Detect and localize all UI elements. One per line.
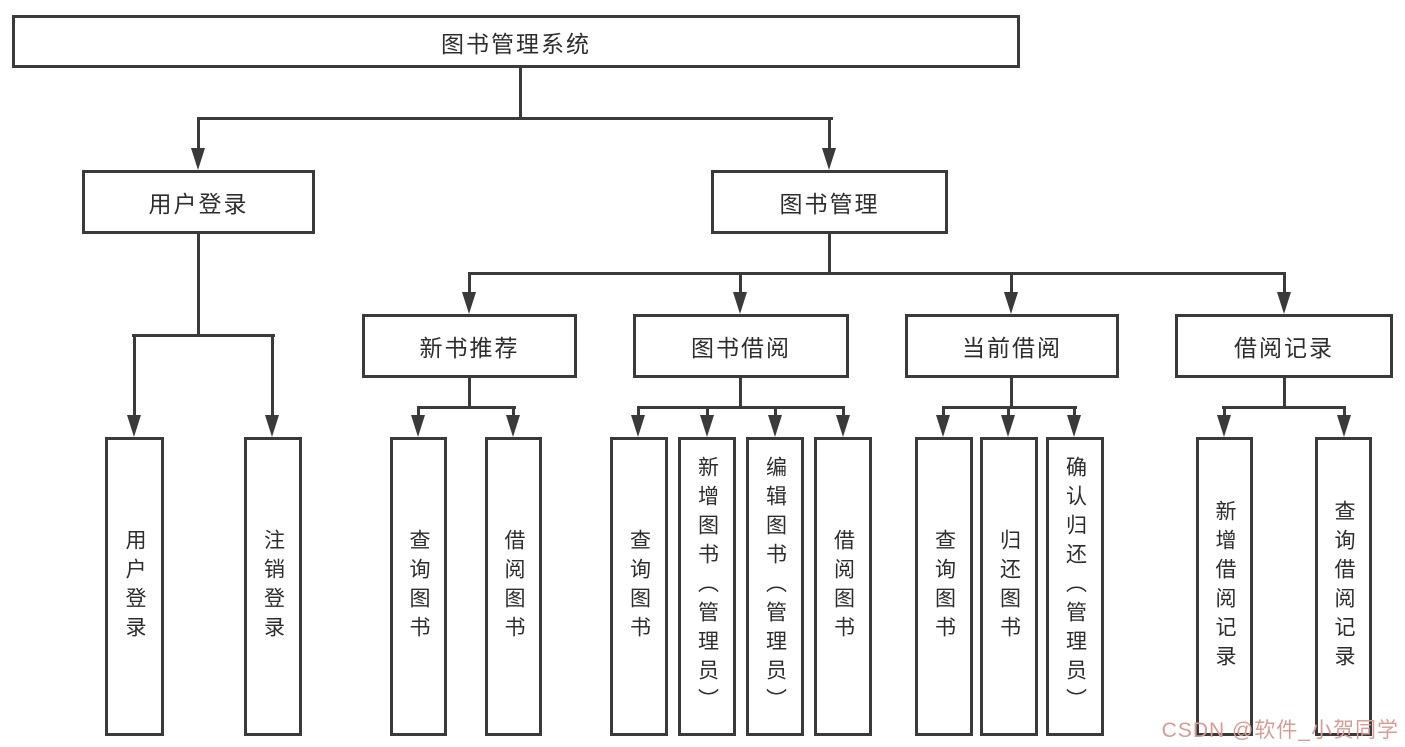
leaf-add-books-admin: 新增图书（管理员） [678, 437, 736, 736]
leaf-user-login: 用户登录 [105, 437, 164, 736]
connector-book-mgmt-drop [828, 117, 831, 150]
connector-current-borrow-stem [1010, 376, 1013, 408]
connector-borrow-records-stem [1283, 376, 1286, 408]
arrow-down-icon [700, 415, 714, 437]
leaf-query-books-recommend: 查询图书 [390, 437, 447, 736]
arrow-down-icon [127, 415, 141, 437]
node-current-borrowing-label: 当前借阅 [962, 335, 1062, 361]
connector-leaf-drop [133, 334, 136, 417]
node-new-book-recommend-label: 新书推荐 [419, 335, 520, 361]
node-book-management-label: 图书管理 [779, 191, 880, 217]
leaf-confirm-return-admin-label: 确认归还（管理员） [1063, 456, 1087, 717]
connector-book-borrow-drop [739, 272, 742, 293]
arrow-down-icon [411, 415, 425, 437]
node-user-login-label: 用户登录 [148, 191, 249, 217]
arrow-down-icon [822, 148, 836, 170]
leaf-confirm-return-admin: 确认归还（管理员） [1046, 437, 1104, 736]
leaf-query-books-label: 查询图书 [407, 528, 430, 645]
leaf-logout: 注销登录 [244, 437, 302, 736]
connector-leaf-drop [842, 406, 845, 416]
connector-user-login-stem [197, 232, 200, 337]
connector-leaf-drop [706, 406, 709, 416]
arrow-down-icon [836, 415, 850, 437]
node-book-borrowing: 图书借阅 [633, 314, 849, 378]
leaf-user-login-label: 用户登录 [123, 528, 146, 645]
connector-leaf-drop [417, 406, 420, 416]
arrow-down-icon [733, 292, 747, 314]
connector-leaf-drop [942, 406, 945, 416]
node-user-login: 用户登录 [82, 170, 315, 234]
connector-leaf-drop [1343, 406, 1346, 416]
connector-root-rail [197, 117, 833, 120]
connector-new-book-rec-drop [468, 272, 471, 293]
connector-new-book-rec-rail [417, 406, 516, 409]
leaf-return-books-label: 归还图书 [997, 528, 1021, 645]
leaf-edit-books-admin: 编辑图书（管理员） [746, 437, 804, 736]
connector-user-login-drop [197, 117, 200, 150]
leaf-query-books-borrowing: 查询图书 [610, 437, 668, 736]
leaf-add-books-admin-label: 新增图书（管理员） [695, 456, 719, 717]
node-current-borrowing: 当前借阅 [905, 314, 1119, 378]
leaf-query-books-label: 查询图书 [932, 528, 956, 645]
connector-leaf-drop [512, 406, 515, 416]
leaf-add-borrow-record-label: 新增借阅记录 [1213, 499, 1236, 674]
connector-new-book-rec-stem [468, 376, 471, 408]
connector-book-borrow-rail [637, 406, 845, 409]
leaf-logout-label: 注销登录 [261, 528, 285, 645]
connector-borrow-records-rail [1222, 406, 1346, 409]
leaf-borrow-books-borrowing: 借阅图书 [814, 437, 872, 736]
arrow-down-icon [1067, 415, 1081, 437]
leaf-return-books: 归还图书 [980, 437, 1038, 736]
csdn-watermark: CSDN @软件_小贺同学 [1161, 719, 1399, 742]
connector-leaf-drop [1007, 406, 1010, 416]
node-library-system: 图书管理系统 [12, 15, 1020, 68]
arrow-down-icon [768, 415, 782, 437]
connector-leaf-drop [637, 406, 640, 416]
leaf-query-books-label: 查询图书 [627, 528, 651, 645]
arrow-down-icon [631, 415, 645, 437]
leaf-borrow-books-label: 借阅图书 [831, 528, 855, 645]
arrow-down-icon [1277, 292, 1291, 314]
connector-borrow-records-drop [1283, 272, 1286, 293]
arrow-down-icon [191, 148, 205, 170]
leaf-add-borrow-record: 新增借阅记录 [1196, 437, 1253, 736]
connector-current-borrow-drop [1010, 272, 1013, 293]
connector-book-mgmt-stem [828, 232, 831, 275]
connector-book-mgmt-rail [468, 272, 1286, 275]
arrow-down-icon [462, 292, 476, 314]
connector-leaf-drop [774, 406, 777, 416]
node-book-management: 图书管理 [711, 170, 948, 234]
connector-root-stem [519, 65, 522, 120]
node-borrowing-records-label: 借阅记录 [1234, 335, 1334, 361]
leaf-query-borrow-record: 查询借阅记录 [1315, 437, 1372, 736]
leaf-query-books-current: 查询图书 [915, 437, 973, 736]
connector-leaf-drop [1223, 406, 1226, 416]
leaf-borrow-books-recommend: 借阅图书 [485, 437, 542, 736]
connector-user-login-rail [132, 334, 275, 337]
node-library-system-label: 图书管理系统 [441, 30, 591, 57]
arrow-down-icon [1337, 415, 1351, 437]
arrow-down-icon [936, 415, 950, 437]
arrow-down-icon [265, 415, 279, 437]
connector-leaf-drop [1073, 406, 1076, 416]
connector-book-borrow-stem [739, 376, 742, 408]
leaf-query-borrow-record-label: 查询借阅记录 [1332, 499, 1355, 674]
arrow-down-icon [1001, 415, 1015, 437]
node-borrowing-records: 借阅记录 [1175, 314, 1393, 378]
node-book-borrowing-label: 图书借阅 [691, 335, 791, 361]
connector-leaf-drop [271, 334, 274, 417]
arrow-down-icon [1004, 292, 1018, 314]
leaf-edit-books-admin-label: 编辑图书（管理员） [763, 456, 787, 717]
arrow-down-icon [1217, 415, 1231, 437]
node-new-book-recommend: 新书推荐 [362, 314, 577, 378]
arrow-down-icon [506, 415, 520, 437]
leaf-borrow-books-label: 借阅图书 [502, 528, 525, 645]
